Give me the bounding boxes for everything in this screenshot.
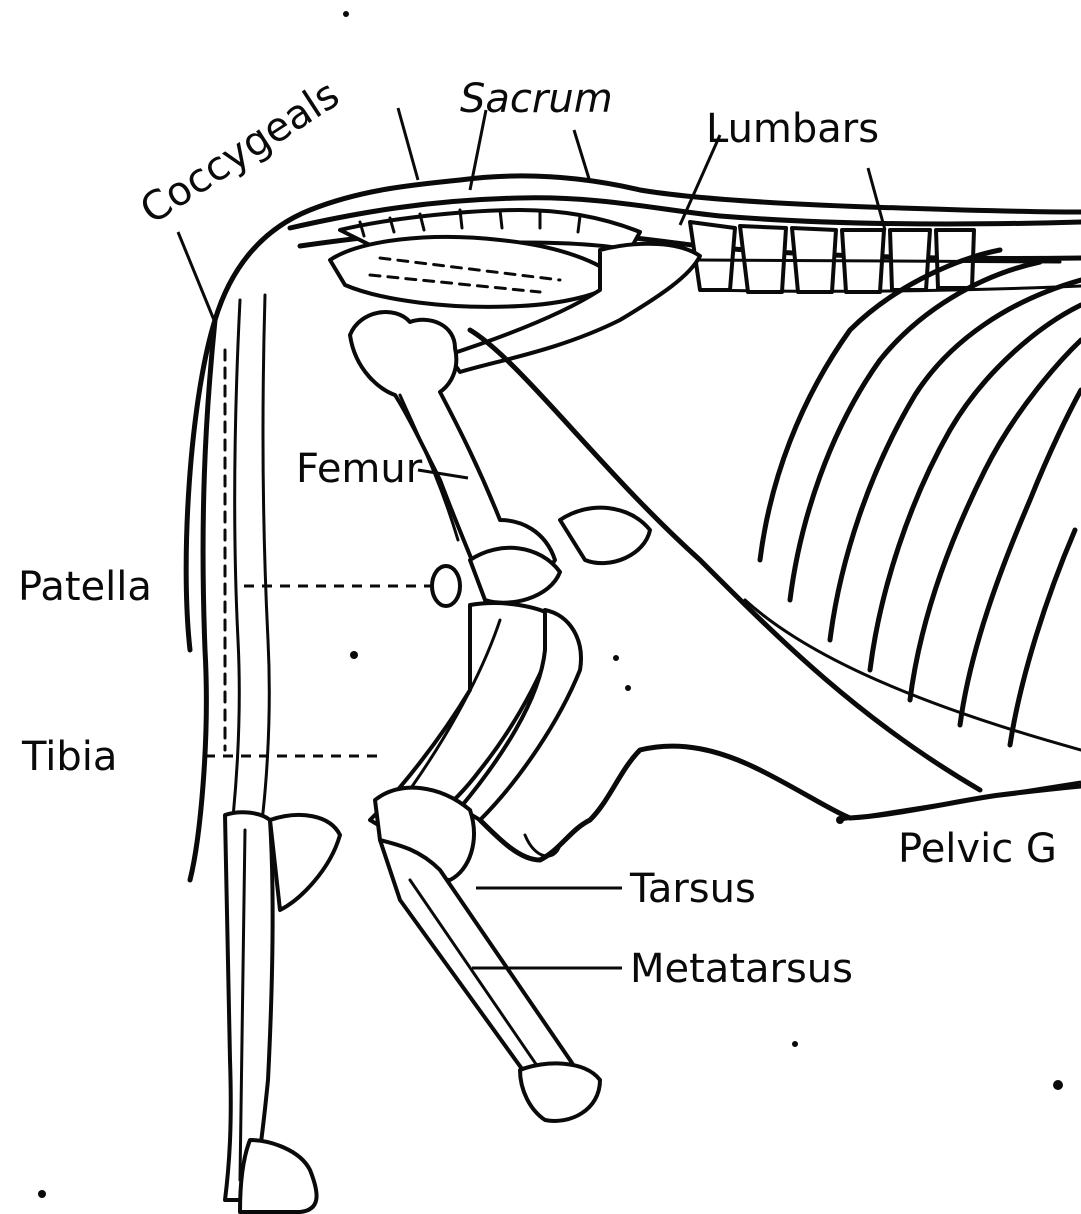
pelvic-leader	[840, 782, 1081, 820]
label-tarsus: Tarsus	[629, 866, 756, 912]
label-metatarsus: Metatarsus	[630, 946, 853, 992]
sacrum-leader-2	[574, 130, 590, 182]
label-patella: Patella	[18, 564, 152, 610]
label-femur: Femur	[296, 446, 423, 492]
rib-cage	[745, 250, 1081, 750]
label-sacrum: Sacrum	[460, 76, 613, 122]
near-hind-leg	[225, 812, 340, 1212]
coccygeals-leader	[178, 232, 214, 320]
pelvic-leader-dot	[836, 816, 844, 824]
label-tibia: Tibia	[21, 734, 117, 780]
lumbars-leader-2	[868, 168, 885, 230]
coccygeals-leader-2	[398, 108, 418, 180]
label-pelvic: Pelvic G	[898, 826, 1057, 872]
label-lumbars: Lumbars	[706, 106, 879, 152]
